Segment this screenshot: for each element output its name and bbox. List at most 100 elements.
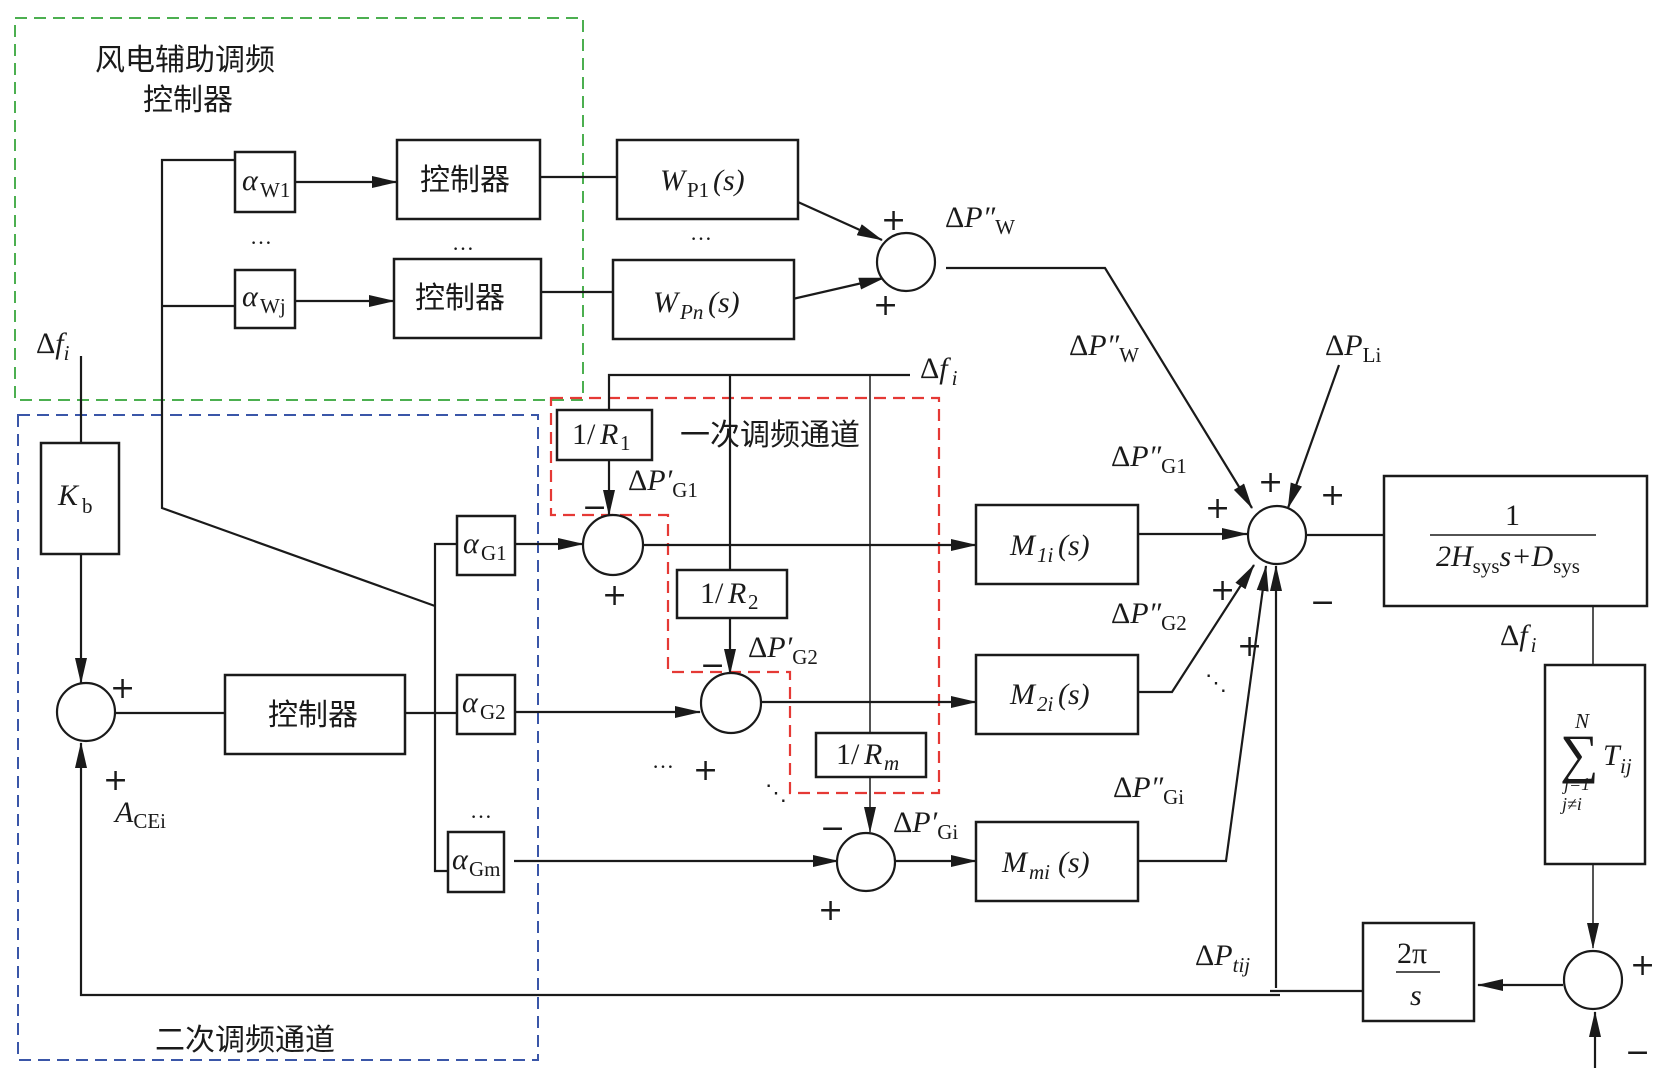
alpha-g2-block[interactable]: α G2: [455, 673, 517, 736]
alpha-w1-block[interactable]: α W1: [233, 150, 297, 214]
label-dpgi-dprime: ΔP″Gi: [1113, 771, 1184, 809]
r1-subscript: 1: [620, 431, 631, 455]
svg-text:Δfi: Δfi: [1500, 619, 1537, 657]
svg-text:ΔP″W: ΔP″W: [945, 201, 1015, 239]
tie-term-subscript: ij: [1620, 754, 1632, 778]
r1-block[interactable]: 1/ R 1: [555, 408, 654, 462]
tie-sum-sign-plus: +: [1630, 948, 1655, 983]
mmi-symbol: M: [1001, 846, 1029, 879]
alpha-wj-block[interactable]: α Wj: [233, 268, 297, 330]
main-sum-sign-dpw: +: [1258, 465, 1283, 500]
label-dpg2-dprime: ΔP″G2: [1111, 597, 1187, 635]
label-dpl: ΔPLi: [1325, 329, 1381, 367]
kb-subscript: b: [82, 494, 93, 518]
g2-summing-junction: [699, 671, 763, 735]
m1i-argument: (s): [1058, 529, 1090, 562]
svg-text:ΔP′Gi: ΔP′Gi: [893, 806, 958, 844]
alpha-w1-symbol: α: [242, 164, 259, 197]
label-ace: ACEi: [113, 796, 166, 833]
alpha-gm-symbol: α: [452, 843, 469, 876]
kb-block[interactable]: K b: [39, 441, 121, 556]
label-dpg2-prime: ΔP′G2: [748, 631, 818, 669]
wind-sum-sign-top: +: [881, 203, 906, 238]
tie-sum-upper: N: [1574, 709, 1590, 733]
m2i-argument: (s): [1058, 678, 1090, 711]
m1i-block[interactable]: M 1i (s): [974, 503, 1140, 586]
svg-text:ACEi: ACEi: [113, 796, 166, 833]
main-summing-junction: [1246, 504, 1308, 566]
m2i-subscript: 2i: [1037, 692, 1054, 716]
integrator-numerator: 2π: [1397, 937, 1427, 970]
alpha-g2-subscript: G2: [480, 700, 506, 724]
label-dpg1-prime: ΔP′G1: [628, 464, 698, 502]
wind-controller-j-block[interactable]: 控制器: [392, 257, 543, 340]
wpn-argument: (s): [708, 286, 740, 319]
svg-text:ΔP″W: ΔP″W: [1069, 329, 1139, 367]
secondary-controller-block[interactable]: 控制器: [223, 673, 407, 756]
svg-text:ΔP″G1: ΔP″G1: [1111, 440, 1187, 478]
r2-symbol: R: [727, 577, 746, 610]
label-dpw-wire: ΔP″W: [1069, 329, 1139, 367]
secondary-channel-region: [17, 414, 539, 1061]
wire-wind-bus: [160, 158, 436, 608]
mmi-block[interactable]: M mi (s): [974, 820, 1140, 903]
alpha-gm-block[interactable]: α Gm: [446, 830, 506, 894]
ace-sum-sign-top: +: [110, 671, 135, 706]
r1-numerator: 1/: [572, 418, 596, 451]
wpn-block[interactable]: W Pn (s): [611, 258, 796, 341]
tie-sum-lower2: j≠i: [1560, 794, 1582, 814]
wire-dpl-to-main-sum: [1286, 364, 1341, 509]
integrator-block[interactable]: 2π s: [1361, 921, 1476, 1023]
primary-channel-title: 一次调频通道: [680, 418, 860, 453]
svg-text:Δfi: Δfi: [36, 327, 70, 365]
main-sum-sign-tie: −: [1310, 585, 1335, 620]
wind-controller-1-block[interactable]: 控制器: [395, 138, 542, 221]
alpha-wj-subscript: Wj: [260, 294, 286, 318]
svg-text:ΔPtij: ΔPtij: [1195, 939, 1250, 977]
wind-sum-sign-bottom: +: [873, 288, 898, 323]
main-sum-sign-mm: +: [1237, 629, 1262, 664]
mmi-argument: (s): [1058, 846, 1090, 879]
alpha-g1-block[interactable]: α G1: [455, 514, 517, 577]
label-dpgi-prime: ΔP′Gi: [893, 806, 958, 844]
ellipsis-alpha-w: …: [250, 224, 275, 249]
r2-subscript: 2: [748, 590, 759, 614]
wpn-subscript: Pn: [679, 300, 703, 324]
gm-sum-sign-plus: +: [818, 893, 843, 928]
m1i-symbol: M: [1009, 529, 1037, 562]
m2i-symbol: M: [1009, 678, 1037, 711]
tie-summing-junction: [1562, 949, 1624, 1011]
ace-summing-junction: [55, 681, 117, 743]
g1-summing-junction: [581, 513, 645, 577]
alpha-g2-symbol: α: [462, 686, 479, 719]
alpha-g1-subscript: G1: [481, 541, 507, 565]
rm-symbol: R: [863, 738, 882, 771]
rm-subscript: m: [884, 751, 899, 775]
r2-block[interactable]: 1/ R 2: [675, 568, 789, 620]
secondary-channel-title: 二次调频通道: [155, 1023, 335, 1058]
main-sum-sign-m2: +: [1210, 573, 1235, 608]
m2i-block[interactable]: M 2i (s): [974, 653, 1140, 736]
plant-numerator: 1: [1505, 499, 1520, 532]
g1-sum-sign-plus: +: [602, 578, 627, 613]
wire-ace-feedback: [75, 742, 1280, 997]
plant-block[interactable]: 1 2Hsyss+Dsys: [1382, 474, 1649, 608]
ellipsis-g-sum: …: [652, 748, 677, 773]
label-dptij: ΔPtij: [1195, 939, 1250, 977]
tie-coefficient-block[interactable]: N ∑ T ij j=1 j≠i: [1543, 663, 1647, 866]
secondary-controller-label: 控制器: [268, 698, 358, 733]
alpha-gm-subscript: Gm: [469, 857, 501, 881]
wp1-subscript: P1: [687, 178, 709, 202]
wp1-block[interactable]: W P1 (s): [615, 138, 800, 221]
gm-sum-sign-minus: −: [820, 811, 845, 846]
wp1-argument: (s): [713, 164, 745, 197]
wire-df-primary-bus: [607, 373, 910, 410]
alpha-g1-symbol: α: [463, 527, 480, 560]
wire-mm-to-main-sum: [1138, 565, 1269, 863]
svg-text:ΔP′G2: ΔP′G2: [748, 631, 818, 669]
svg-text:Δfi: Δfi: [920, 352, 958, 390]
ace-sum-sign-bottom: +: [103, 763, 128, 798]
r2-numerator: 1/: [700, 577, 724, 610]
rm-block[interactable]: 1/ R m: [814, 731, 928, 779]
